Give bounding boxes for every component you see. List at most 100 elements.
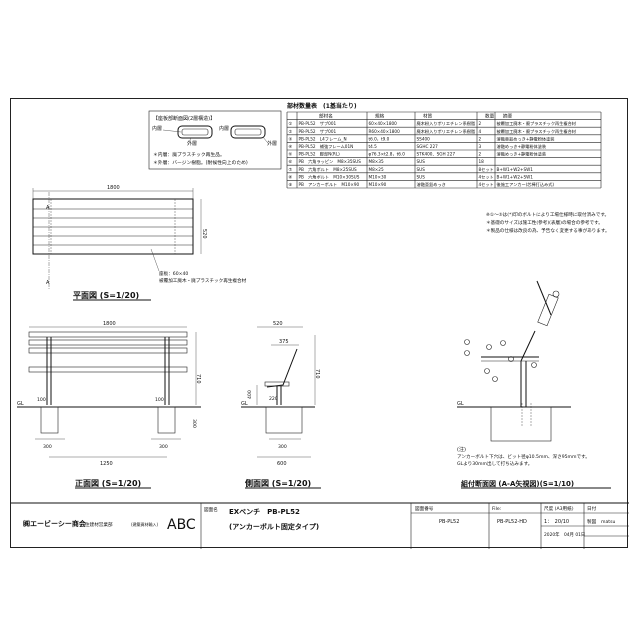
file-label: File: <box>492 506 502 512</box>
table-cell-note: 後施工アンカー(芯棒打込み式) <box>497 181 555 188</box>
table-cell-material: 溶融亜鉛めっき <box>417 181 446 188</box>
table-cell-spec: M8×35 <box>369 159 384 164</box>
table-cell-spec: R60×40×1800 <box>369 129 401 134</box>
note-outer-layer: ＊外層：バージン樹脂。(耐候性向上のため) <box>153 159 248 166</box>
table-cell-material: 廃木粉入りポリエチレン系樹脂 <box>417 128 476 135</box>
front-foundation-left <box>40 406 59 434</box>
plan-section-mark-top: A <box>46 205 50 211</box>
table-cell-material: SUS <box>417 159 426 164</box>
front-foundation-right <box>157 406 176 434</box>
table-cell-no: ① <box>289 121 293 126</box>
table-cell-material: STK400、SGH 227 <box>417 152 456 157</box>
table-cell-no: ⑦ <box>289 167 293 172</box>
section-profile-left <box>177 125 213 139</box>
drawn-value: matsu <box>601 519 615 525</box>
table-cell-spec: φ76.3×t2.8，t6.0 <box>369 152 406 158</box>
plan-view-label: 平面図 (S=1/20) <box>73 291 139 300</box>
section-detail-title: 【座板部断面図(2層構造)】 <box>153 115 215 122</box>
table-cell-no: ⑧ <box>289 174 293 179</box>
table-cell-qty: 2 <box>479 136 482 141</box>
table-cell-spec: M8×25 <box>369 167 384 172</box>
table-cell-name: PB-PL52 L4フレーム_N <box>299 136 347 141</box>
side-profile-back <box>266 348 298 388</box>
table-cell-no: ③ <box>289 136 293 141</box>
drawing-no-label: 図面番号 <box>415 505 434 512</box>
section-detail: 【座板部断面図(2層構造)】 内層 外層 内層 外層 ＊内層：廃プラスチック再生… <box>148 110 282 170</box>
front-view-label: 正面図 (S=1/20) <box>75 479 141 488</box>
table-cell-name: PB-PL52 補強フレーム01N <box>299 143 354 150</box>
section-profile-left-core <box>181 128 209 136</box>
table-cell-name: PB 六角ボルト M8×25SUS <box>299 166 358 173</box>
assembly-gl: GL <box>457 401 464 407</box>
drawing-name-2: (アンカーボルト固定タイプ) <box>229 522 319 531</box>
side-dim-top: 520 <box>273 321 283 327</box>
assembly-note-2: GLより30mm出して打ち込みます。 <box>457 460 532 467</box>
date-label: 日付 <box>587 505 597 512</box>
table-cell-material: SS400 <box>417 136 431 141</box>
side-dim-back: 375 <box>279 339 289 345</box>
front-dim-right: 100 <box>155 397 164 403</box>
front-dim-length: 1800 <box>103 321 116 327</box>
table-cell-qty: 2 <box>479 121 482 126</box>
drawn-label: 製図 <box>587 518 597 525</box>
front-view: 1800 710 100 100 GL 300 300 300 1250 正面図… <box>17 321 201 489</box>
side-dim-seat-h: 400 <box>247 390 253 399</box>
plan-dim-length: 1800 <box>107 185 120 191</box>
side-gl: GL <box>241 401 248 407</box>
table-cell-qty: 3 <box>479 144 482 149</box>
table-header-cell: 数量 <box>485 113 495 120</box>
front-dim-leg-span: 1250 <box>100 461 113 467</box>
front-dim-height: 710 <box>195 374 201 384</box>
file-value: PB-PL52-HD <box>497 519 527 525</box>
general-notes: ※①～⑤は(*)印のボルトにより工場仕様時に取付済みです。 ＊基礎のサイズは施工… <box>486 211 610 234</box>
section-profile-right-core <box>234 128 262 136</box>
table-cell-material: SGHC 227 <box>417 144 439 149</box>
parts-table-title: 部材数量表 (1基当たり) <box>287 102 357 110</box>
table-cell-qty: 8セット <box>479 167 494 172</box>
table-header-cell: 材質 <box>423 113 433 120</box>
label-outer-left: 外層 <box>187 140 197 147</box>
table-cell-name: PB 六角ラッピン M8×35SUS <box>299 158 362 165</box>
note-3: ＊製品の仕様は改良の為、予告なく変更する事があります。 <box>486 227 610 234</box>
table-cell-name: PB-PL52 ザブ001 <box>299 128 337 135</box>
table-cell-spec: M10×90 <box>369 182 387 187</box>
assembly-view: GL (注) アンカーボルト下穴は、ビット径φ10.5mm、深さ95mmです。 … <box>457 280 611 489</box>
section-detail-frame <box>148 110 282 170</box>
table-cell-no: ④ <box>289 144 293 149</box>
assembly-note-1: アンカーボルト下穴は、ビット径φ10.5mm、深さ95mmです。 <box>457 453 590 460</box>
table-cell-material: 廃木粉入りポリエチレン系樹脂 <box>417 120 476 127</box>
table-cell-qty: 18 <box>479 159 485 164</box>
table-cell-spec: t4.5 <box>369 144 378 149</box>
table-cell-name: PB 六角ボルト M10×30SUS <box>299 173 360 180</box>
side-foundation <box>265 406 303 434</box>
plan-view: 1800 520 A A 座板：60×40 被覆加工廃木・廃プラスチック再生複合… <box>32 185 247 301</box>
plan-seat-outline <box>32 198 194 255</box>
side-dim-seat: 220 <box>269 396 278 402</box>
table-header-cell: 規格 <box>375 113 385 120</box>
side-view-label: 側面図 (S=1/20) <box>244 478 311 488</box>
side-dim-base: 600 <box>277 461 287 467</box>
drawing-canvas: 【座板部断面図(2層構造)】 内層 外層 内層 外層 ＊内層：廃プラスチック再生… <box>11 102 629 549</box>
section-profile-right <box>230 125 266 139</box>
drawing-name-label: 図面名 <box>204 506 218 513</box>
side-dim-height: 710 <box>314 369 320 379</box>
side-dim-found: 300 <box>278 444 287 450</box>
label-inner-right: 内層 <box>219 125 229 132</box>
table-cell-note: 溶融めっき+静電粉体塗装 <box>497 151 547 158</box>
table-cell-name: PB-PL52 脚部N(RL) <box>299 151 341 158</box>
table-cell-no: ⑥ <box>289 159 293 164</box>
table-cell-no: ⑤ <box>289 152 293 157</box>
table-cell-note: 溶融亜鉛めっき+静電粉体塗装 <box>497 135 556 142</box>
table-cell-spec: t6.0，t9.0 <box>369 136 390 142</box>
plan-section-mark-bottom: A <box>46 280 50 286</box>
assembly-view-label: 組付断面図 (A-A矢視図)(S=1/10) <box>461 479 574 488</box>
table-header-cell: 部材名 <box>319 113 333 120</box>
table-cell-note: B+W1+W2+SW1 <box>497 174 534 179</box>
table-cell-spec: M10×30 <box>369 174 387 179</box>
table-cell-qty: 4 <box>479 129 482 134</box>
table-cell-material: SUS <box>417 167 426 172</box>
title-block: ㈱エービーシー商会 住建材営業部 (建築資材輸入) ABC 図面名 EXベンチ … <box>11 502 629 549</box>
table-cell-note: 溶融めっき+静電粉体塗装 <box>497 143 547 150</box>
table-cell-qty: 4セット <box>479 182 494 187</box>
